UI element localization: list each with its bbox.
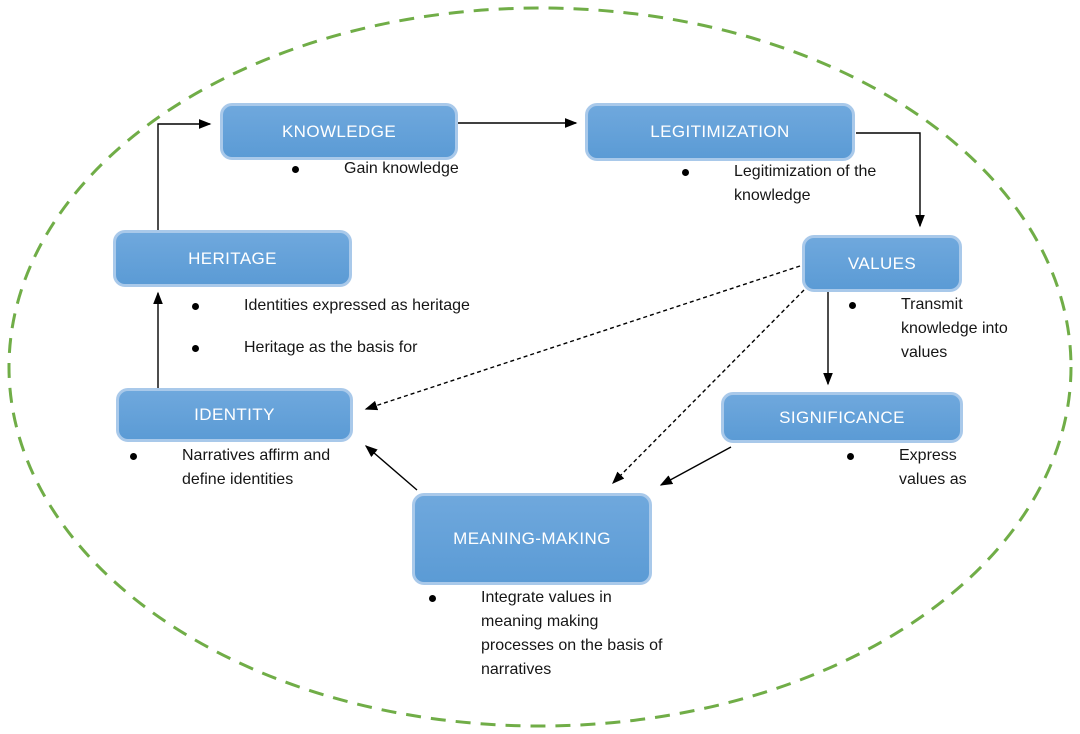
boundary-ellipse xyxy=(7,6,1073,728)
node-meaning-making-label: MEANING-MAKING xyxy=(453,529,611,548)
values-bullets: Transmit knowledge into values xyxy=(849,293,1021,365)
bullet-text: Heritage as the basis for xyxy=(244,339,418,356)
identity-bullets: Narratives affirm and define identities xyxy=(130,444,337,492)
bullet-text: Identities expressed as heritage xyxy=(244,297,470,314)
bullet-dot-icon xyxy=(192,303,199,310)
bullet-item: Legitimization of the knowledge xyxy=(682,160,904,208)
bullet-text: Transmit knowledge into values xyxy=(901,296,1008,361)
arrow-meaning-making-to-identity xyxy=(364,445,418,491)
node-knowledge-label: KNOWLEDGE xyxy=(281,121,397,141)
node-values: VALUES xyxy=(802,235,962,292)
node-significance: SIGNIFICANCE xyxy=(721,392,963,443)
heritage-bullets: Identities expressed as heritage Heritag… xyxy=(192,294,470,360)
bullet-text: Narratives affirm and define identities xyxy=(182,447,331,488)
bullet-dot-icon xyxy=(849,302,856,309)
bullet-item: Gain knowledge xyxy=(292,157,459,181)
bullet-item: Express values as xyxy=(847,444,984,492)
bullet-dot-icon xyxy=(847,453,854,460)
knowledge-bullets: Gain knowledge xyxy=(292,157,459,181)
dashed-arrow-values-to-meaning-making xyxy=(612,289,805,484)
arrow-legitimization-to-values xyxy=(856,132,925,228)
bullet-dot-icon xyxy=(292,166,299,173)
arrow-heritage-to-knowledge xyxy=(157,119,212,230)
node-heritage: HERITAGE xyxy=(113,230,352,287)
bullet-dot-icon xyxy=(130,453,137,460)
node-legitimization-label: LEGITIMIZATION xyxy=(650,122,790,141)
node-identity: IDENTITY xyxy=(116,388,353,442)
node-legitimization: LEGITIMIZATION xyxy=(585,103,855,161)
bullet-item: Integrate values in meaning making proce… xyxy=(429,586,673,682)
node-heritage-label: HERITAGE xyxy=(188,248,277,268)
bullet-dot-icon xyxy=(429,595,436,602)
node-significance-label: SIGNIFICANCE xyxy=(779,407,905,427)
bullet-item: Transmit knowledge into values xyxy=(849,293,1021,365)
dashed-arrow-values-to-identity xyxy=(364,265,801,411)
node-meaning-making: MEANING-MAKING xyxy=(412,493,652,585)
bullet-text: Legitimization of the knowledge xyxy=(734,163,877,204)
node-identity-label: IDENTITY xyxy=(194,405,275,424)
node-knowledge: KNOWLEDGE xyxy=(220,103,458,160)
meaning-making-bullets: Integrate values in meaning making proce… xyxy=(429,586,673,682)
bullet-text: Express values as xyxy=(899,447,967,488)
legitimization-bullets: Legitimization of the knowledge xyxy=(682,160,904,208)
bullet-dot-icon xyxy=(192,345,199,352)
bullet-text: Gain knowledge xyxy=(344,160,459,177)
significance-bullets: Express values as xyxy=(847,444,984,492)
node-values-label: VALUES xyxy=(847,253,917,273)
bullet-dot-icon xyxy=(682,169,689,176)
bullet-item: Heritage as the basis for xyxy=(192,336,470,360)
bullet-text: Integrate values in meaning making proce… xyxy=(481,589,663,678)
bullet-item: Narratives affirm and define identities xyxy=(130,444,337,492)
bullet-item: Identities expressed as heritage xyxy=(192,294,470,318)
arrow-significance-to-meaning-making xyxy=(659,446,732,486)
